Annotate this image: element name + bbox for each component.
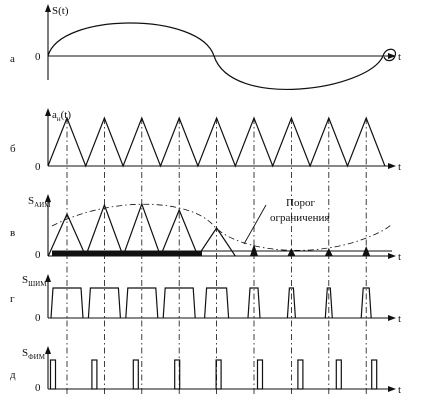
panel-v-ylabel: SАИМ [28, 195, 51, 209]
ppm-pulse [335, 359, 342, 390]
panel-g-zero: 0 [35, 312, 41, 324]
ppm-pulse [174, 359, 181, 390]
pwm-pulse [87, 287, 121, 319]
ppm-pulse [215, 359, 222, 390]
pwm-pulse [204, 287, 230, 319]
pwm-pulse [162, 287, 196, 319]
pwm-pulse [247, 287, 261, 319]
panel-d-letter: д [10, 369, 16, 381]
sync-dashed-lines [66, 118, 367, 395]
panel-a-t: t [398, 51, 401, 63]
panel-d-ylabel: SФИМ [22, 347, 46, 361]
ppm-pulse [132, 359, 139, 390]
pam-pulse [287, 248, 296, 256]
pwm-pulse [324, 287, 333, 319]
pam-pulse [159, 208, 199, 257]
panel-v-labels: в SАИМ 0 t [10, 195, 401, 263]
pwm-pulse [125, 287, 159, 319]
pwm-pulses [50, 287, 372, 319]
threshold-annotation: Порог ограничения [52, 197, 392, 252]
ppm-pulses [49, 359, 378, 390]
panel-d-zero: 0 [35, 382, 41, 394]
panel-v-zero: 0 [35, 249, 41, 261]
pam-pulse [362, 246, 371, 256]
axes [45, 4, 396, 392]
signal-negative-half [213, 55, 384, 91]
panel-b-letter: б [10, 143, 16, 155]
panel-v-t: t [398, 251, 401, 263]
pwm-pulse [360, 287, 372, 319]
threshold-label-line2: ограничения [270, 212, 329, 224]
panel-d-labels: д SФИМ 0 t [10, 347, 401, 396]
panel-b-t: t [398, 161, 401, 173]
pam-envelope-curve [51, 203, 393, 251]
panel-g-t: t [398, 313, 401, 325]
panel-g-labels: г SШИМ 0 t [10, 274, 401, 325]
ppm-pulse [49, 359, 57, 390]
ppm-pulse [297, 359, 304, 390]
pwm-pulse [50, 287, 84, 319]
ppm-pulse [256, 359, 264, 390]
panel-a-letter: а [10, 53, 15, 65]
panel-a-zero: 0 [35, 51, 41, 63]
panel-a-labels: а S(t) 0 t [10, 5, 401, 65]
pam-pulse [324, 248, 333, 256]
modulating-signal [47, 22, 397, 91]
pwm-pulse [286, 287, 296, 319]
panel-a-ylabel: S(t) [52, 5, 69, 17]
threshold-pointer [243, 204, 267, 245]
panel-b-zero: 0 [35, 161, 41, 173]
signal-positive-half [47, 22, 215, 57]
threshold-label-line1: Порог [286, 197, 315, 209]
panel-b-labels: б aн(t) 0 t [10, 109, 401, 173]
panel-b-ylabel: aн(t) [52, 109, 71, 123]
pam-envelope [51, 203, 393, 251]
panel-g-ylabel: SШИМ [22, 274, 47, 288]
pam-base-band [52, 251, 202, 256]
pam-pulses [47, 202, 371, 257]
signal-end-loop [382, 48, 397, 62]
panel-d-t: t [398, 384, 401, 396]
ppm-pulse [371, 359, 378, 390]
panel-v-letter: в [10, 227, 15, 239]
panel-g-letter: г [10, 293, 15, 305]
ppm-pulse [91, 359, 98, 390]
